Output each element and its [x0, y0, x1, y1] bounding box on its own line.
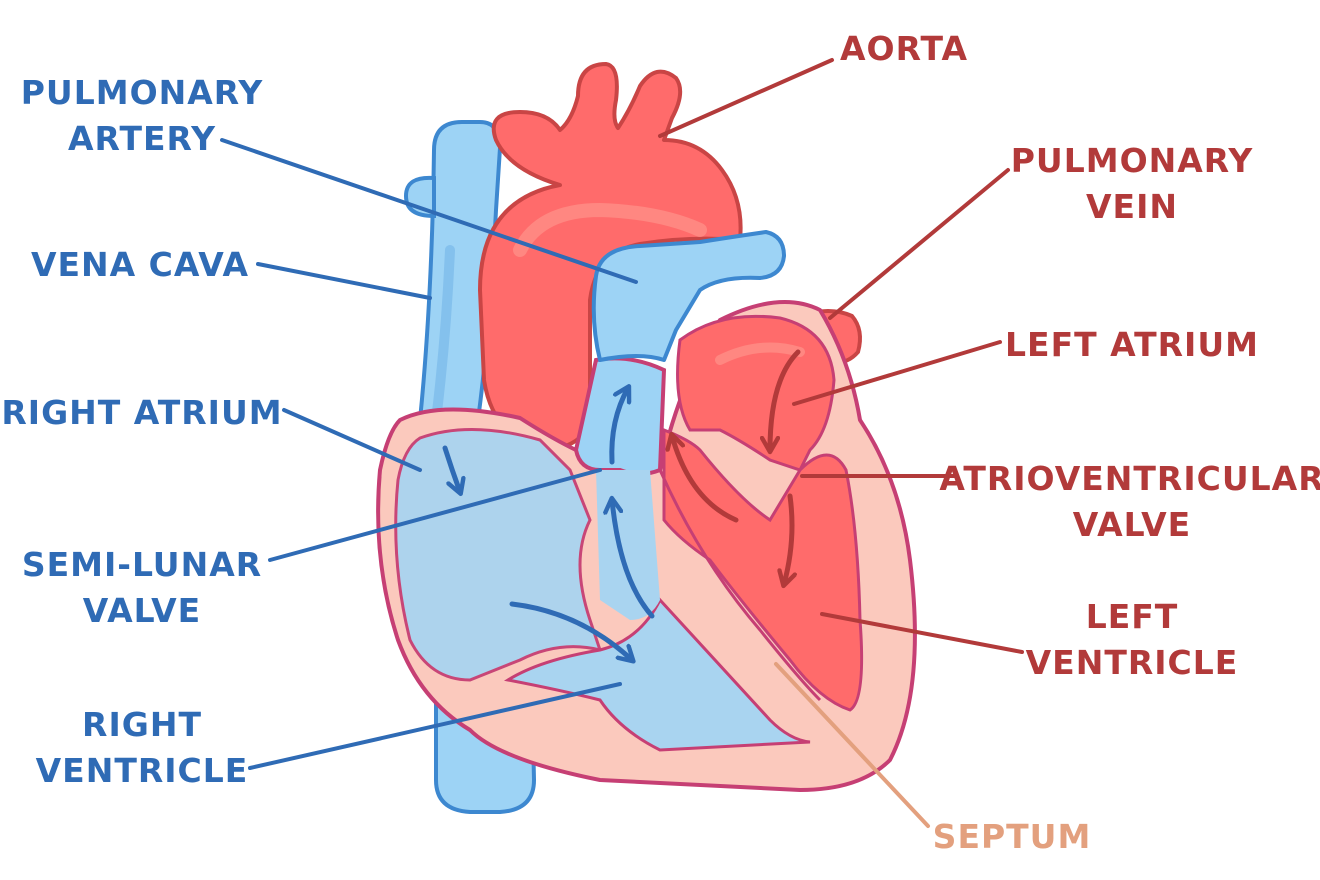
semi-lunar-valve-label-1: SEMI-LUNAR: [22, 545, 262, 584]
left-atrium-label: LEFT ATRIUM: [1005, 325, 1259, 364]
aorta-label: AORTA: [840, 29, 968, 68]
left-ventricle-label-1: LEFT: [1086, 597, 1179, 636]
septum-label: SEPTUM: [933, 817, 1092, 856]
pulmonary-artery-vessel: [591, 230, 786, 362]
labels: PULMONARY ARTERY VENA CAVA RIGHT ATRIUM …: [1, 29, 1320, 856]
right-ventricle-label-2: VENTRICLE: [36, 751, 249, 790]
leader-lines: [220, 58, 1024, 828]
pulmonary-artery-label-1: PULMONARY: [21, 73, 264, 112]
right-ventricle-label-1: RIGHT: [82, 705, 202, 744]
left-ventricle-label-2: VENTRICLE: [1026, 643, 1239, 682]
right-chambers: [394, 356, 811, 752]
pulmonary-vein-label-1: PULMONARY: [1011, 141, 1254, 180]
atrioventricular-valve-label-1: ATRIOVENTRICULAR: [939, 459, 1320, 498]
right-atrium-label: RIGHT ATRIUM: [1, 393, 282, 432]
flow-arrows: [442, 349, 801, 660]
pulmonary-vein-label-2: VEIN: [1086, 187, 1178, 226]
vena-cava-label: VENA CAVA: [31, 245, 249, 284]
pulmonary-artery-label-2: ARTERY: [68, 119, 216, 158]
septum-wall: [658, 469, 822, 702]
atrioventricular-valve-label-2: VALVE: [1073, 505, 1191, 544]
semi-lunar-valve-label-2: VALVE: [83, 591, 201, 630]
